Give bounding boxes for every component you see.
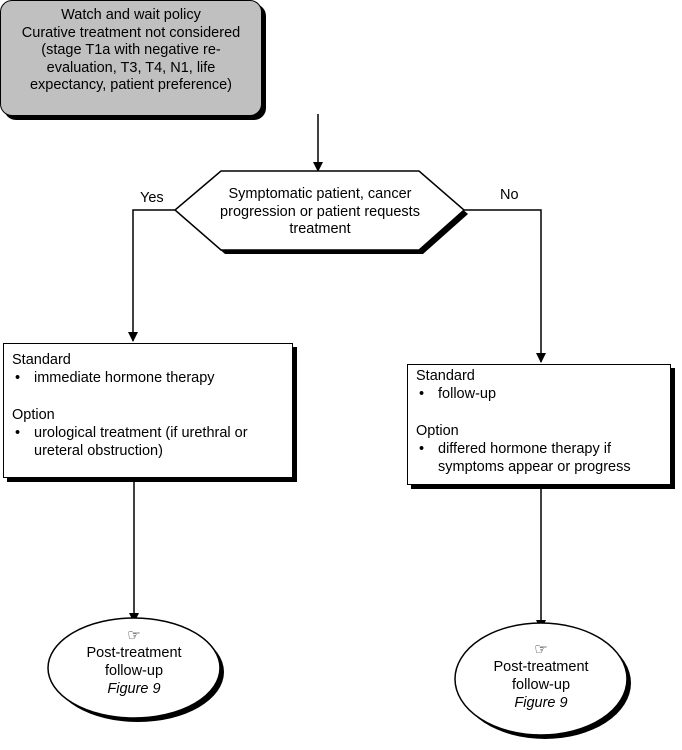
- end-line: Post-treatment: [493, 659, 589, 675]
- end-line: follow-up: [104, 663, 164, 679]
- option-item: differed hormone therapy if symptoms app…: [416, 440, 662, 476]
- start-line: (stage T1a with negative re-: [41, 42, 221, 58]
- figure-reference: Figure 9: [107, 681, 161, 697]
- no-label: No: [500, 187, 519, 203]
- start-line: expectancy, patient preference): [29, 77, 233, 93]
- pointing-hand-icon: ☞: [127, 627, 141, 644]
- standard-item: immediate hormone therapy: [12, 369, 284, 387]
- start-line: Watch and wait policy: [61, 7, 201, 23]
- option-heading: Option: [12, 407, 55, 423]
- right-end-content: ☞ Post-treatment follow-up Figure 9: [461, 642, 621, 712]
- right-treatment-box: Standard follow-up Option differed hormo…: [407, 364, 671, 485]
- figure-reference: Figure 9: [514, 695, 568, 711]
- standard-item: follow-up: [416, 385, 662, 403]
- end-line: Post-treatment: [86, 645, 182, 661]
- watch-and-wait-box: Watch and wait policy Curative treatment…: [0, 0, 262, 116]
- right-end-ellipse: [454, 622, 628, 736]
- yes-label: Yes: [140, 190, 164, 206]
- left-treatment-box: Standard immediate hormone therapy Optio…: [3, 343, 293, 478]
- decision-line: progression or patient requests: [220, 203, 420, 220]
- pointing-hand-icon: ☞: [534, 641, 548, 658]
- decision-line: treatment: [289, 221, 351, 237]
- left-end-content: ☞ Post-treatment follow-up Figure 9: [54, 628, 214, 698]
- start-line: evaluation, T3, T4, N1, life: [46, 59, 216, 76]
- standard-heading: Standard: [416, 368, 475, 384]
- connector-yes: [128, 209, 175, 342]
- option-heading: Option: [416, 423, 459, 439]
- decision-line: Symptomatic patient, cancer: [228, 186, 412, 202]
- left-end-ellipse: [47, 617, 221, 719]
- option-item: urological treatment (if urethral or ure…: [12, 424, 284, 460]
- end-line: follow-up: [511, 677, 571, 693]
- decision-text: Symptomatic patient, cancer progression …: [190, 186, 450, 239]
- connector-no: [464, 209, 546, 363]
- start-line: Curative treatment not considered: [21, 24, 241, 41]
- standard-heading: Standard: [12, 352, 71, 368]
